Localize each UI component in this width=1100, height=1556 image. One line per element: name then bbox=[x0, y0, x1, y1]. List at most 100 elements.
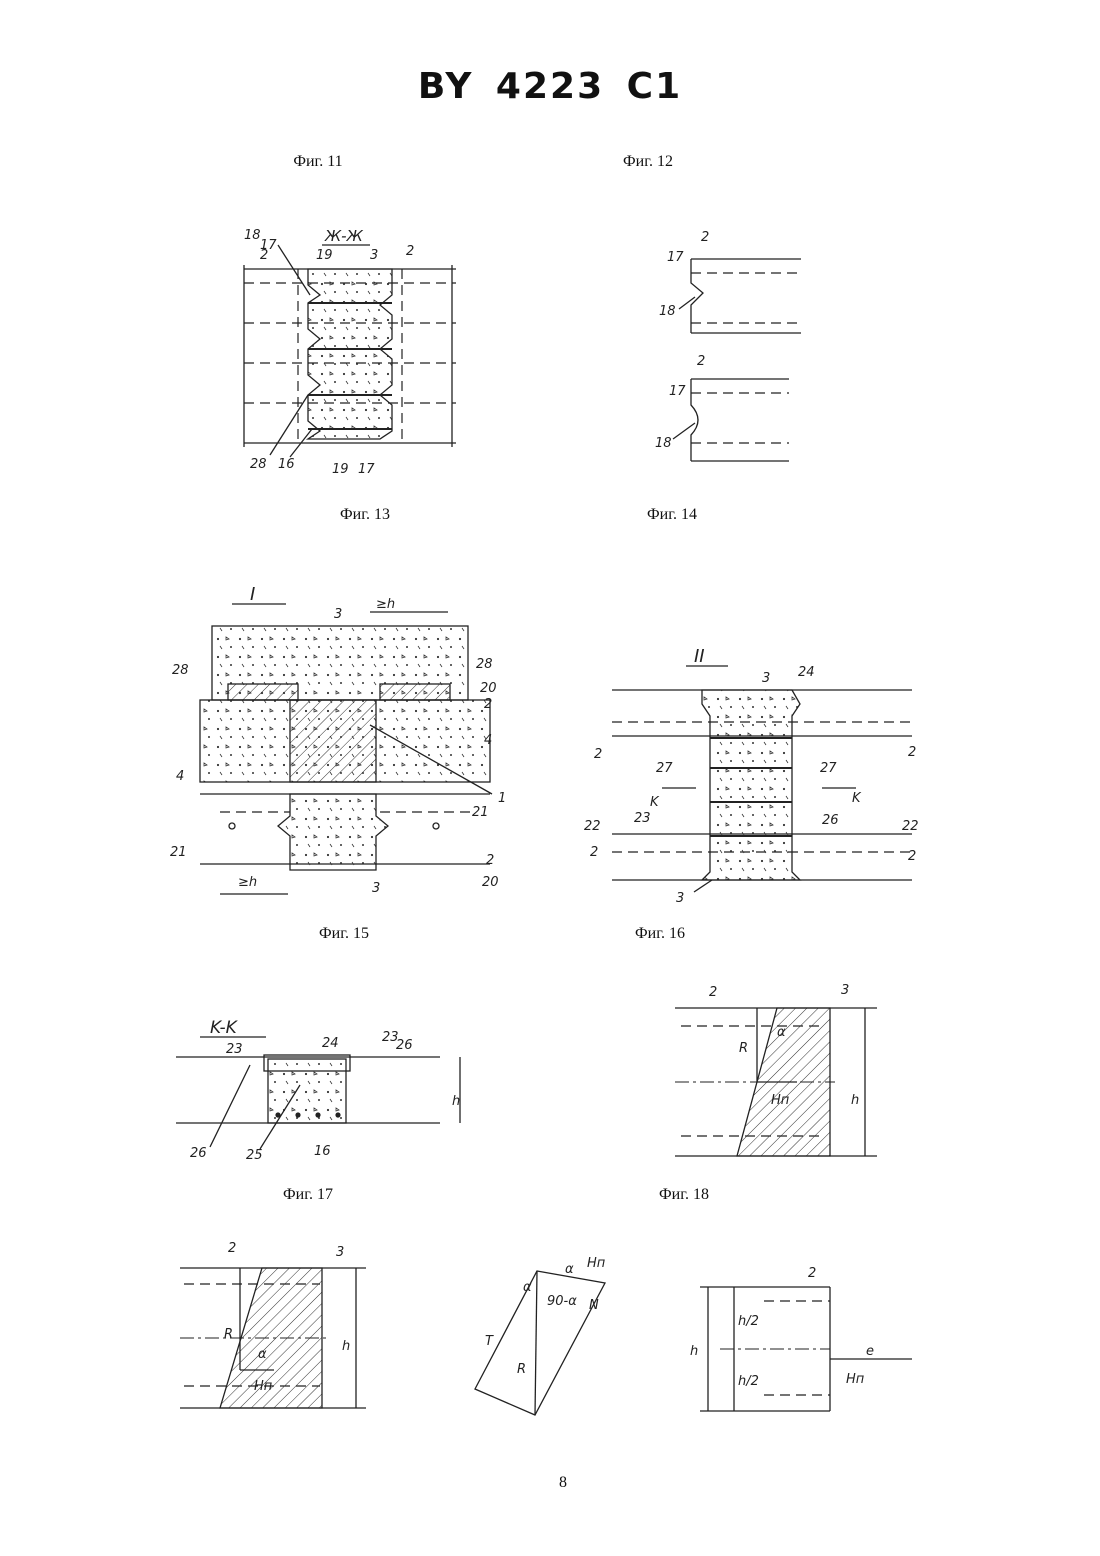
fig14-label: 27 bbox=[820, 761, 837, 776]
fig16-label: Hп bbox=[771, 1093, 790, 1108]
fig13-label: ≥h bbox=[238, 875, 257, 890]
fig18-label: R bbox=[517, 1362, 526, 1377]
fig14-label: 3 bbox=[676, 891, 684, 906]
fig16-label: 2 bbox=[709, 985, 717, 1000]
fig12-label: 17 bbox=[669, 384, 686, 399]
fig18-label: α bbox=[565, 1262, 574, 1277]
caption-fig-14: Фиг. 14 bbox=[647, 506, 697, 524]
caption-fig-11: Фиг. 11 bbox=[293, 153, 342, 171]
fig15-label: 25 bbox=[246, 1148, 263, 1163]
fig13-label: 28 bbox=[172, 663, 189, 678]
fig19-label: Hп bbox=[846, 1372, 865, 1387]
fig13-label: 20 bbox=[482, 875, 499, 890]
fig14-section-label: II bbox=[694, 646, 705, 667]
fig13-label: 1 bbox=[498, 791, 506, 806]
fig17-label: h bbox=[342, 1339, 350, 1354]
fig11-label: 19 bbox=[332, 462, 349, 477]
document-title: BY 4223 C1 bbox=[0, 66, 1100, 107]
fig17-label: R bbox=[224, 1327, 233, 1342]
fig13-label: 21 bbox=[170, 845, 187, 860]
fig13-label: 4 bbox=[176, 769, 184, 784]
fig15-label: 24 bbox=[322, 1036, 339, 1051]
fig17-label: Hп bbox=[254, 1379, 273, 1394]
fig15-label: 26 bbox=[190, 1146, 207, 1161]
fig13-label: 28 bbox=[476, 657, 493, 672]
fig18-label: Hп bbox=[587, 1256, 606, 1271]
fig17-label: 3 bbox=[336, 1245, 344, 1260]
fig11-label: 2 bbox=[260, 248, 268, 263]
figure-11-drawing: Ж-Ж 18 17 2 19 3 2 28 16 19 17 bbox=[230, 225, 470, 480]
fig12-label: 17 bbox=[667, 250, 684, 265]
fig14-label: 23 bbox=[634, 811, 651, 826]
caption-fig-18: Фиг. 18 bbox=[659, 1186, 709, 1204]
fig19-label: e bbox=[866, 1344, 874, 1359]
fig12-label: 18 bbox=[655, 436, 672, 451]
figure-18-drawing: α Hп 90-α N T R α bbox=[465, 1255, 625, 1430]
fig11-label: 3 bbox=[370, 248, 378, 263]
figure-15-drawing: K-K 24 23 26 23 h 26 25 16 bbox=[170, 1015, 490, 1165]
fig14-label: 26 bbox=[822, 813, 839, 828]
figure-17-drawing: 2 3 R α Hп h bbox=[170, 1240, 380, 1420]
fig19-label: 2 bbox=[808, 1266, 816, 1281]
fig17-label: 2 bbox=[228, 1241, 236, 1256]
fig14-label: 22 bbox=[584, 819, 601, 834]
fig13-label: ≥h bbox=[376, 597, 395, 612]
fig12-label: 2 bbox=[701, 230, 709, 245]
fig14-label: 27 bbox=[656, 761, 673, 776]
fig18-label: α bbox=[523, 1280, 532, 1295]
fig11-label: 19 bbox=[316, 248, 333, 263]
fig14-label: 2 bbox=[590, 845, 598, 860]
fig13-label: 3 bbox=[334, 607, 342, 622]
fig16-label: h bbox=[851, 1093, 859, 1108]
caption-fig-13: Фиг. 13 bbox=[340, 506, 390, 524]
figure-14-drawing: II 3 24 2 2 27 27 K K 22 22 23 26 2 2 3 bbox=[582, 640, 932, 910]
fig13-label: 21 bbox=[472, 805, 489, 820]
fig14-label: 3 bbox=[762, 671, 770, 686]
fig18-label: T bbox=[485, 1334, 494, 1349]
fig14-label: 2 bbox=[908, 745, 916, 760]
fig11-label: 17 bbox=[358, 462, 375, 477]
fig13-label: 2 bbox=[486, 853, 494, 868]
fig14-label: 2 bbox=[908, 849, 916, 864]
fig12-label: 18 bbox=[659, 304, 676, 319]
figure-12-drawing: 2 17 18 2 17 18 bbox=[655, 225, 815, 470]
fig14-label: 22 bbox=[902, 819, 919, 834]
fig14-label: K bbox=[852, 791, 862, 806]
fig13-section-label: I bbox=[250, 584, 255, 605]
fig15-label: h bbox=[452, 1094, 460, 1109]
fig16-label: α bbox=[777, 1025, 786, 1040]
fig13-label: 20 bbox=[480, 681, 497, 696]
fig15-label: 16 bbox=[314, 1144, 331, 1159]
fig17-label: α bbox=[258, 1347, 267, 1362]
fig15-label: 23 bbox=[226, 1042, 243, 1057]
fig19-label: h bbox=[690, 1344, 698, 1359]
caption-fig-15: Фиг. 15 bbox=[319, 925, 369, 943]
caption-fig-12: Фиг. 12 bbox=[623, 153, 673, 171]
figure-13-drawing: I 3 ≥h 28 28 20 2 4 4 1 21 21 2 20 3 ≥h bbox=[170, 580, 510, 910]
fig14-label: 24 bbox=[798, 665, 815, 680]
fig16-label: 3 bbox=[841, 983, 849, 998]
fig14-label: K bbox=[650, 795, 660, 810]
fig11-section-label: Ж-Ж bbox=[324, 227, 364, 245]
fig18-label: N bbox=[589, 1298, 599, 1313]
fig19-label: h/2 bbox=[738, 1314, 759, 1329]
fig13-label: 2 bbox=[484, 697, 492, 712]
caption-fig-17: Фиг. 17 bbox=[283, 1186, 333, 1204]
fig13-label: 4 bbox=[484, 733, 492, 748]
figure-19-drawing: 2 h/2 h h/2 e Hп bbox=[680, 1255, 920, 1420]
fig11-label: 28 bbox=[250, 457, 267, 472]
page-number: 8 bbox=[559, 1474, 567, 1492]
fig15-section-label: K-K bbox=[210, 1018, 239, 1038]
fig13-label: 3 bbox=[372, 881, 380, 896]
fig18-label: 90-α bbox=[547, 1294, 577, 1309]
fig19-label: h/2 bbox=[738, 1374, 759, 1389]
fig16-label: R bbox=[739, 1041, 748, 1056]
fig11-label: 18 bbox=[244, 228, 261, 243]
fig12-label: 2 bbox=[697, 354, 705, 369]
fig11-label: 2 bbox=[406, 244, 414, 259]
caption-fig-16: Фиг. 16 bbox=[635, 925, 685, 943]
fig14-label: 2 bbox=[594, 747, 602, 762]
figure-16-drawing: 2 3 R α Hп h bbox=[665, 980, 895, 1165]
fig15-label: 26 bbox=[396, 1038, 413, 1053]
fig11-label: 16 bbox=[278, 457, 295, 472]
